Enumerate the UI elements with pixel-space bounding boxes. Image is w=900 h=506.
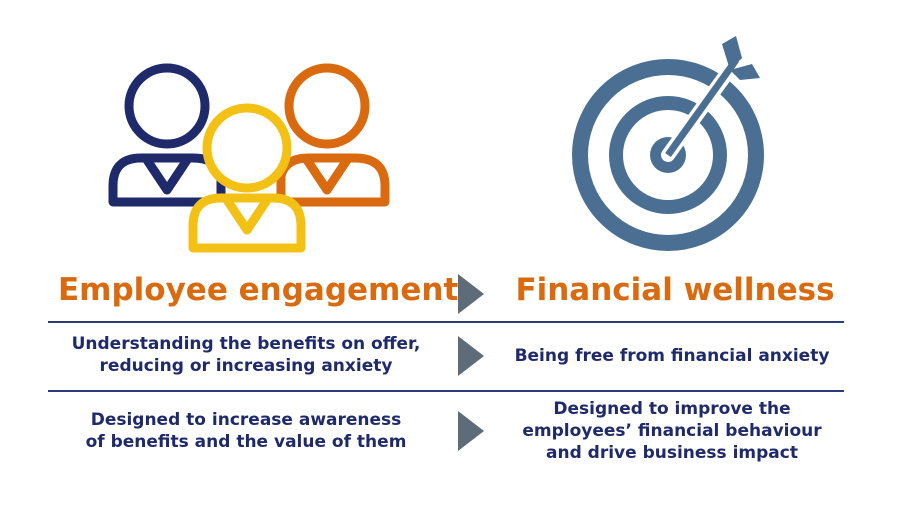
divider-middle (48, 390, 844, 392)
text-line: Being free from financial anxiety (514, 346, 830, 366)
row1-left-text: Understanding the benefits on offer, red… (48, 333, 444, 377)
arrow-right-icon (458, 411, 484, 451)
divider-top (48, 321, 844, 323)
text-line: Designed to increase awareness (90, 410, 402, 430)
arrow-right-icon (458, 336, 484, 376)
person-yellow-icon (188, 103, 306, 253)
text-line: employees’ financial behaviour (522, 421, 822, 441)
arrow-right-icon (458, 274, 484, 314)
heading-financial-wellness: Financial wellness (515, 272, 835, 308)
person-orange-icon (276, 63, 390, 207)
text-line: reducing or increasing anxiety (99, 356, 393, 376)
row2-right-text: Designed to improve the employees’ finan… (500, 398, 844, 464)
text-line: of benefits and the value of them (85, 432, 407, 452)
people-group-icon (108, 63, 390, 253)
text-line: Designed to improve the (553, 399, 791, 419)
text-line: Understanding the benefits on offer, (71, 334, 421, 354)
row2-left-text: Designed to increase awareness of benefi… (48, 409, 444, 453)
heading-employee-engagement: Employee engagement (58, 272, 459, 308)
target-with-arrow-icon (572, 36, 764, 251)
row1-right-text: Being free from financial anxiety (500, 345, 844, 367)
text-line: and drive business impact (546, 443, 798, 463)
